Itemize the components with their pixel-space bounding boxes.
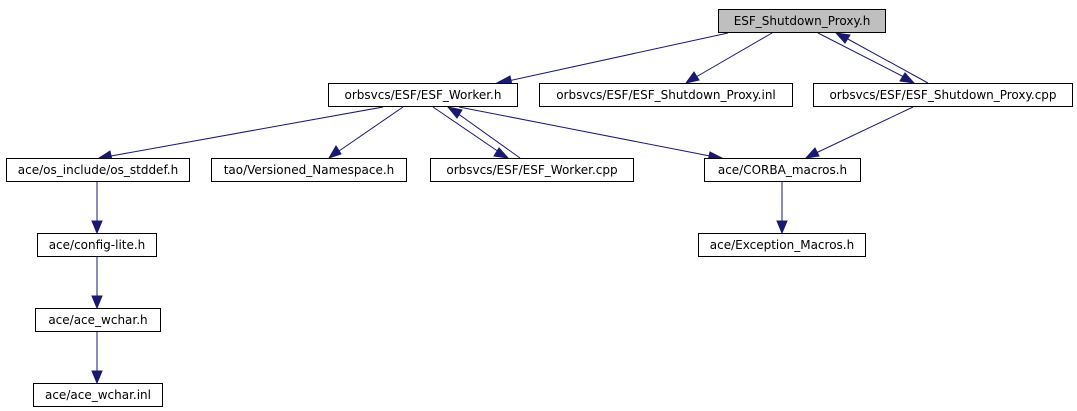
edge-shutdown-proxy-cpp-to-h — [834, 32, 929, 84]
edge-ace-wchar-h-to-inl — [91, 332, 103, 385]
edge-worker-cpp-to-worker-h — [446, 106, 521, 159]
node-ace-wchar-inl[interactable]: ace/ace_wchar.inl — [33, 383, 163, 407]
node-esf-shutdown-proxy-inl[interactable]: orbsvcs/ESF/ESF_Shutdown_Proxy.inl — [539, 83, 793, 107]
edge-os-stddef-to-config-lite — [91, 182, 103, 235]
node-exception-macros-h[interactable]: ace/Exception_Macros.h — [698, 233, 866, 257]
node-esf-worker-h[interactable]: orbsvcs/ESF/ESF_Worker.h — [328, 83, 518, 107]
node-esf-shutdown-proxy-cpp[interactable]: orbsvcs/ESF/ESF_Shutdown_Proxy.cpp — [813, 83, 1073, 107]
node-esf-shutdown-proxy-h[interactable]: ESF_Shutdown_Proxy.h — [718, 9, 886, 33]
node-corba-macros-h[interactable]: ace/CORBA_macros.h — [704, 158, 861, 182]
edge-worker-h-to-os-stddef — [97, 106, 384, 161]
edge-shutdown-proxy-cpp-to-corba-macros — [804, 106, 914, 159]
edge-corba-macros-to-exception-macros — [776, 182, 788, 235]
node-versioned-namespace-h[interactable]: tao/Versioned_Namespace.h — [211, 158, 407, 182]
node-os-stddef-h[interactable]: ace/os_include/os_stddef.h — [6, 158, 190, 182]
node-esf-worker-cpp[interactable]: orbsvcs/ESF/ESF_Worker.cpp — [430, 158, 634, 182]
node-config-lite-h[interactable]: ace/config-lite.h — [37, 233, 157, 257]
edge-shutdown-proxy-h-to-cpp — [817, 32, 916, 84]
edge-worker-h-to-versioned-namespace — [327, 106, 404, 159]
edge-worker-h-to-worker-cpp — [432, 106, 510, 159]
node-ace-wchar-h[interactable]: ace/ace_wchar.h — [35, 308, 161, 332]
edge-config-lite-to-ace-wchar-h — [91, 257, 103, 310]
edge-shutdown-proxy-h-to-inl — [684, 32, 773, 84]
